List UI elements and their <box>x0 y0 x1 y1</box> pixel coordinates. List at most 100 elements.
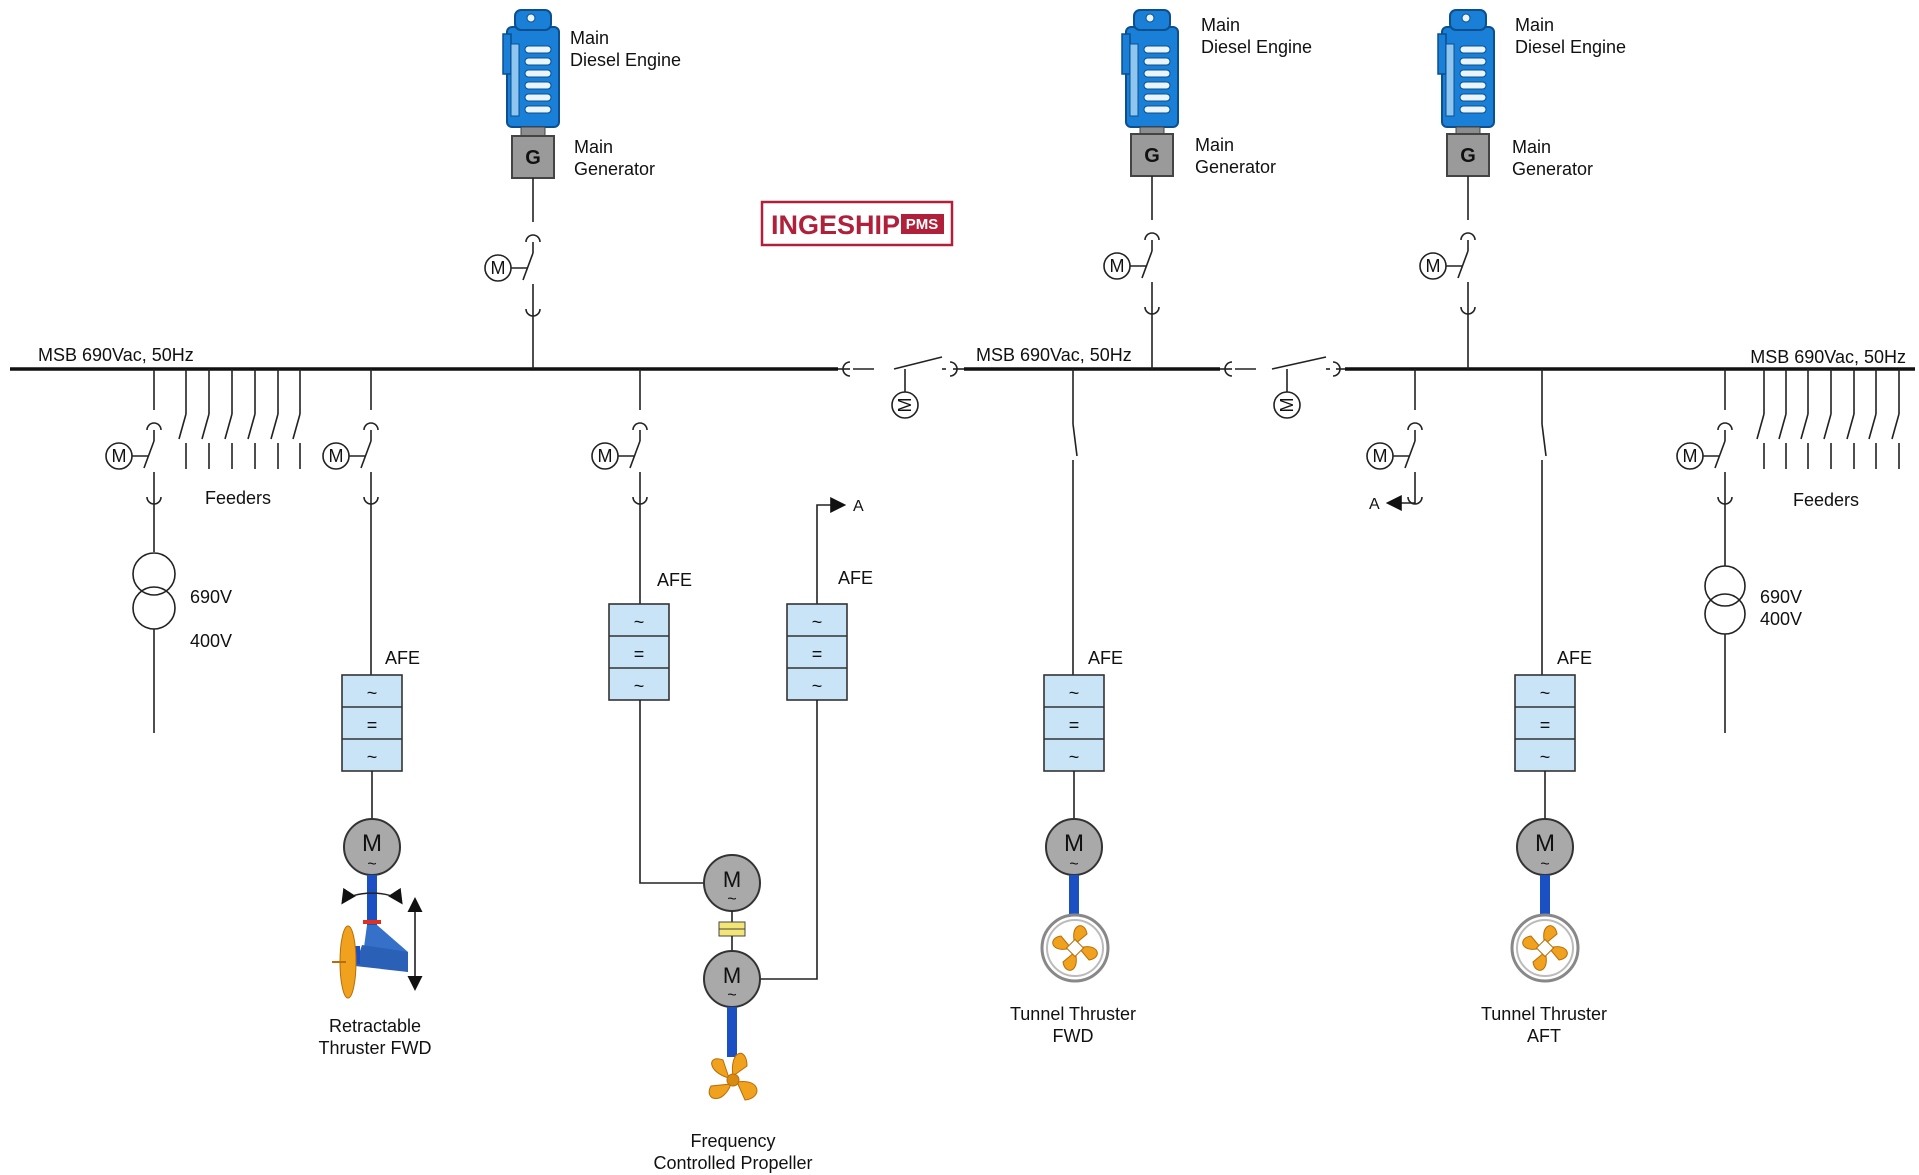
generator-1-breaker[interactable]: M <box>484 234 541 317</box>
generator-3-label-2: Generator <box>1512 159 1593 179</box>
motor-5-ac: ~ <box>1540 856 1549 873</box>
generator-3-label-1: Main <box>1512 137 1551 157</box>
afe-4-label: AFE <box>1088 648 1123 668</box>
generator-1-icon <box>511 135 555 179</box>
bus-tie-2-symbol: M <box>1277 398 1297 413</box>
link-a-breaker[interactable]: M <box>1366 422 1423 505</box>
link-a-feed: M A <box>1366 369 1423 513</box>
afe-3-dc: = <box>812 644 823 664</box>
fcp-branch: M ~ = ~ AFE A ~ = ~ AFE M ~ <box>591 369 873 1173</box>
generator-3-symbol: G <box>1460 145 1476 167</box>
afe-3-ac-out: ~ <box>812 676 823 696</box>
feeder-switch-left-3[interactable] <box>224 368 233 470</box>
afe-5-ac-in: ~ <box>1540 683 1551 703</box>
fcp-breaker-symbol: M <box>598 446 613 466</box>
transformer-left-primary: 690V <box>190 587 232 607</box>
motor-1-symbol: M <box>362 830 382 857</box>
diesel-engine-1-icon <box>502 9 560 137</box>
busbar-1-label: MSB 690Vac, 50Hz <box>38 345 194 365</box>
afe-4: ~ = ~ <box>1043 674 1105 772</box>
retractable-thruster-label-1: Retractable <box>329 1016 421 1036</box>
feeder-switch-left-5[interactable] <box>270 368 279 470</box>
motor-4-symbol: M <box>1064 830 1084 857</box>
tunnel-fwd-label-1: Tunnel Thruster <box>1010 1004 1136 1024</box>
afe-2-ac-out: ~ <box>634 676 645 696</box>
engine-3-label-2: Diesel Engine <box>1515 37 1626 57</box>
feeder-switch-right-3[interactable] <box>1800 368 1809 470</box>
feeder-switch-right-5[interactable] <box>1846 368 1855 470</box>
generator-set-2: Main Diesel Engine G Main Generator M <box>1103 9 1312 369</box>
motor-5-icon: M ~ <box>1516 818 1574 876</box>
generator-3-breaker[interactable]: M <box>1419 232 1476 315</box>
bus-tie-1[interactable]: M <box>838 356 964 419</box>
tunnel-thruster-aft-branch: ~ = ~ AFE M ~ Tunnel Thruster AFT <box>1481 369 1607 1046</box>
generator-set-3: Main Diesel Engine G Main Generator M <box>1419 9 1626 369</box>
generator-2-breaker[interactable]: M <box>1103 232 1160 315</box>
feeder-switch-left-2[interactable] <box>201 368 210 470</box>
generator-2-icon <box>1130 133 1174 177</box>
transformer-left-icon <box>132 552 176 630</box>
logo-badge: PMS <box>906 216 939 233</box>
bus-tie-2[interactable]: M <box>1220 356 1345 419</box>
transformer-right-icon <box>1704 565 1746 635</box>
logo-text: INGESHIP <box>771 210 900 240</box>
generator-2-label-2: Generator <box>1195 157 1276 177</box>
tunnel-aft-label-1: Tunnel Thruster <box>1481 1004 1607 1024</box>
afe-1-dc: = <box>367 715 378 735</box>
retractable-thruster-breaker[interactable]: M <box>322 422 379 505</box>
generator-3-icon <box>1446 133 1490 177</box>
afe-4-ac-out: ~ <box>1069 747 1080 767</box>
feeder-group-right: M 690V 400V Feeders <box>1676 368 1900 733</box>
fcp-breaker[interactable]: M <box>591 422 648 505</box>
ingeship-logo: INGESHIP PMS <box>760 200 954 247</box>
afe-5-dc: = <box>1540 715 1551 735</box>
motor-5-symbol: M <box>1535 830 1555 857</box>
generator-1-label-1: Main <box>574 137 613 157</box>
motor-2-icon: M ~ <box>703 854 761 912</box>
busbar-3-label: MSB 690Vac, 50Hz <box>1750 347 1906 367</box>
generator-set-1: Main Diesel Engine G Main Generator M <box>484 9 681 369</box>
link-a-breaker-symbol: M <box>1373 446 1388 466</box>
generator-1-label-2: Generator <box>574 159 655 179</box>
motor-2-ac: ~ <box>727 891 736 908</box>
afe-5-label: AFE <box>1557 648 1592 668</box>
motor-1-icon: M ~ <box>343 818 401 876</box>
feeder-left-breaker[interactable]: M <box>105 422 162 505</box>
generator-3-breaker-symbol: M <box>1426 256 1441 276</box>
feeder-switch-left-1[interactable] <box>178 368 187 470</box>
afe-2: ~ = ~ <box>608 603 670 701</box>
afe-5-ac-out: ~ <box>1540 747 1551 767</box>
feeder-switch-right-1[interactable] <box>1756 368 1765 470</box>
generator-1-symbol: G <box>525 147 541 169</box>
afe-3: ~ = ~ <box>786 603 848 701</box>
engine-1-label-2: Diesel Engine <box>570 50 681 70</box>
busbar-2-label: MSB 690Vac, 50Hz <box>976 345 1132 365</box>
feeder-switch-right-7[interactable] <box>1891 368 1900 470</box>
feeder-right-breaker[interactable]: M <box>1676 422 1733 505</box>
bus-tie-1-symbol: M <box>895 398 915 413</box>
diesel-engine-3-icon <box>1437 9 1495 137</box>
feeder-switch-left-4[interactable] <box>247 368 256 470</box>
transformer-right-primary: 690V <box>1760 587 1802 607</box>
engine-2-label-2: Diesel Engine <box>1201 37 1312 57</box>
retractable-thruster-breaker-symbol: M <box>329 446 344 466</box>
retractable-thruster-branch: M ~ = ~ AFE M ~ Retractable Thruster FWD <box>318 369 432 1058</box>
afe-2-ac-in: ~ <box>634 612 645 632</box>
feeder-switch-right-6[interactable] <box>1868 368 1877 470</box>
tunnel-aft-label-2: AFT <box>1527 1026 1561 1046</box>
feeder-switch-left-6[interactable] <box>292 368 301 470</box>
link-a-bottom: A <box>1369 496 1380 513</box>
fcp-propeller-icon <box>708 1052 758 1101</box>
motor-3-icon: M ~ <box>703 950 761 1008</box>
feeder-right-breaker-symbol: M <box>1683 446 1698 466</box>
tunnel-fwd-label-2: FWD <box>1053 1026 1094 1046</box>
motor-1-ac: ~ <box>367 856 376 873</box>
afe-5: ~ = ~ <box>1514 674 1576 772</box>
tunnel-thruster-fwd-branch: ~ = ~ AFE M ~ Tunnel Thruster FWD <box>1010 369 1136 1046</box>
transformer-left-secondary: 400V <box>190 631 232 651</box>
retractable-thruster-label-2: Thruster FWD <box>318 1038 431 1058</box>
afe-3-label: AFE <box>838 568 873 588</box>
feeder-switch-right-4[interactable] <box>1823 368 1832 470</box>
feeder-switch-right-2[interactable] <box>1778 368 1787 470</box>
